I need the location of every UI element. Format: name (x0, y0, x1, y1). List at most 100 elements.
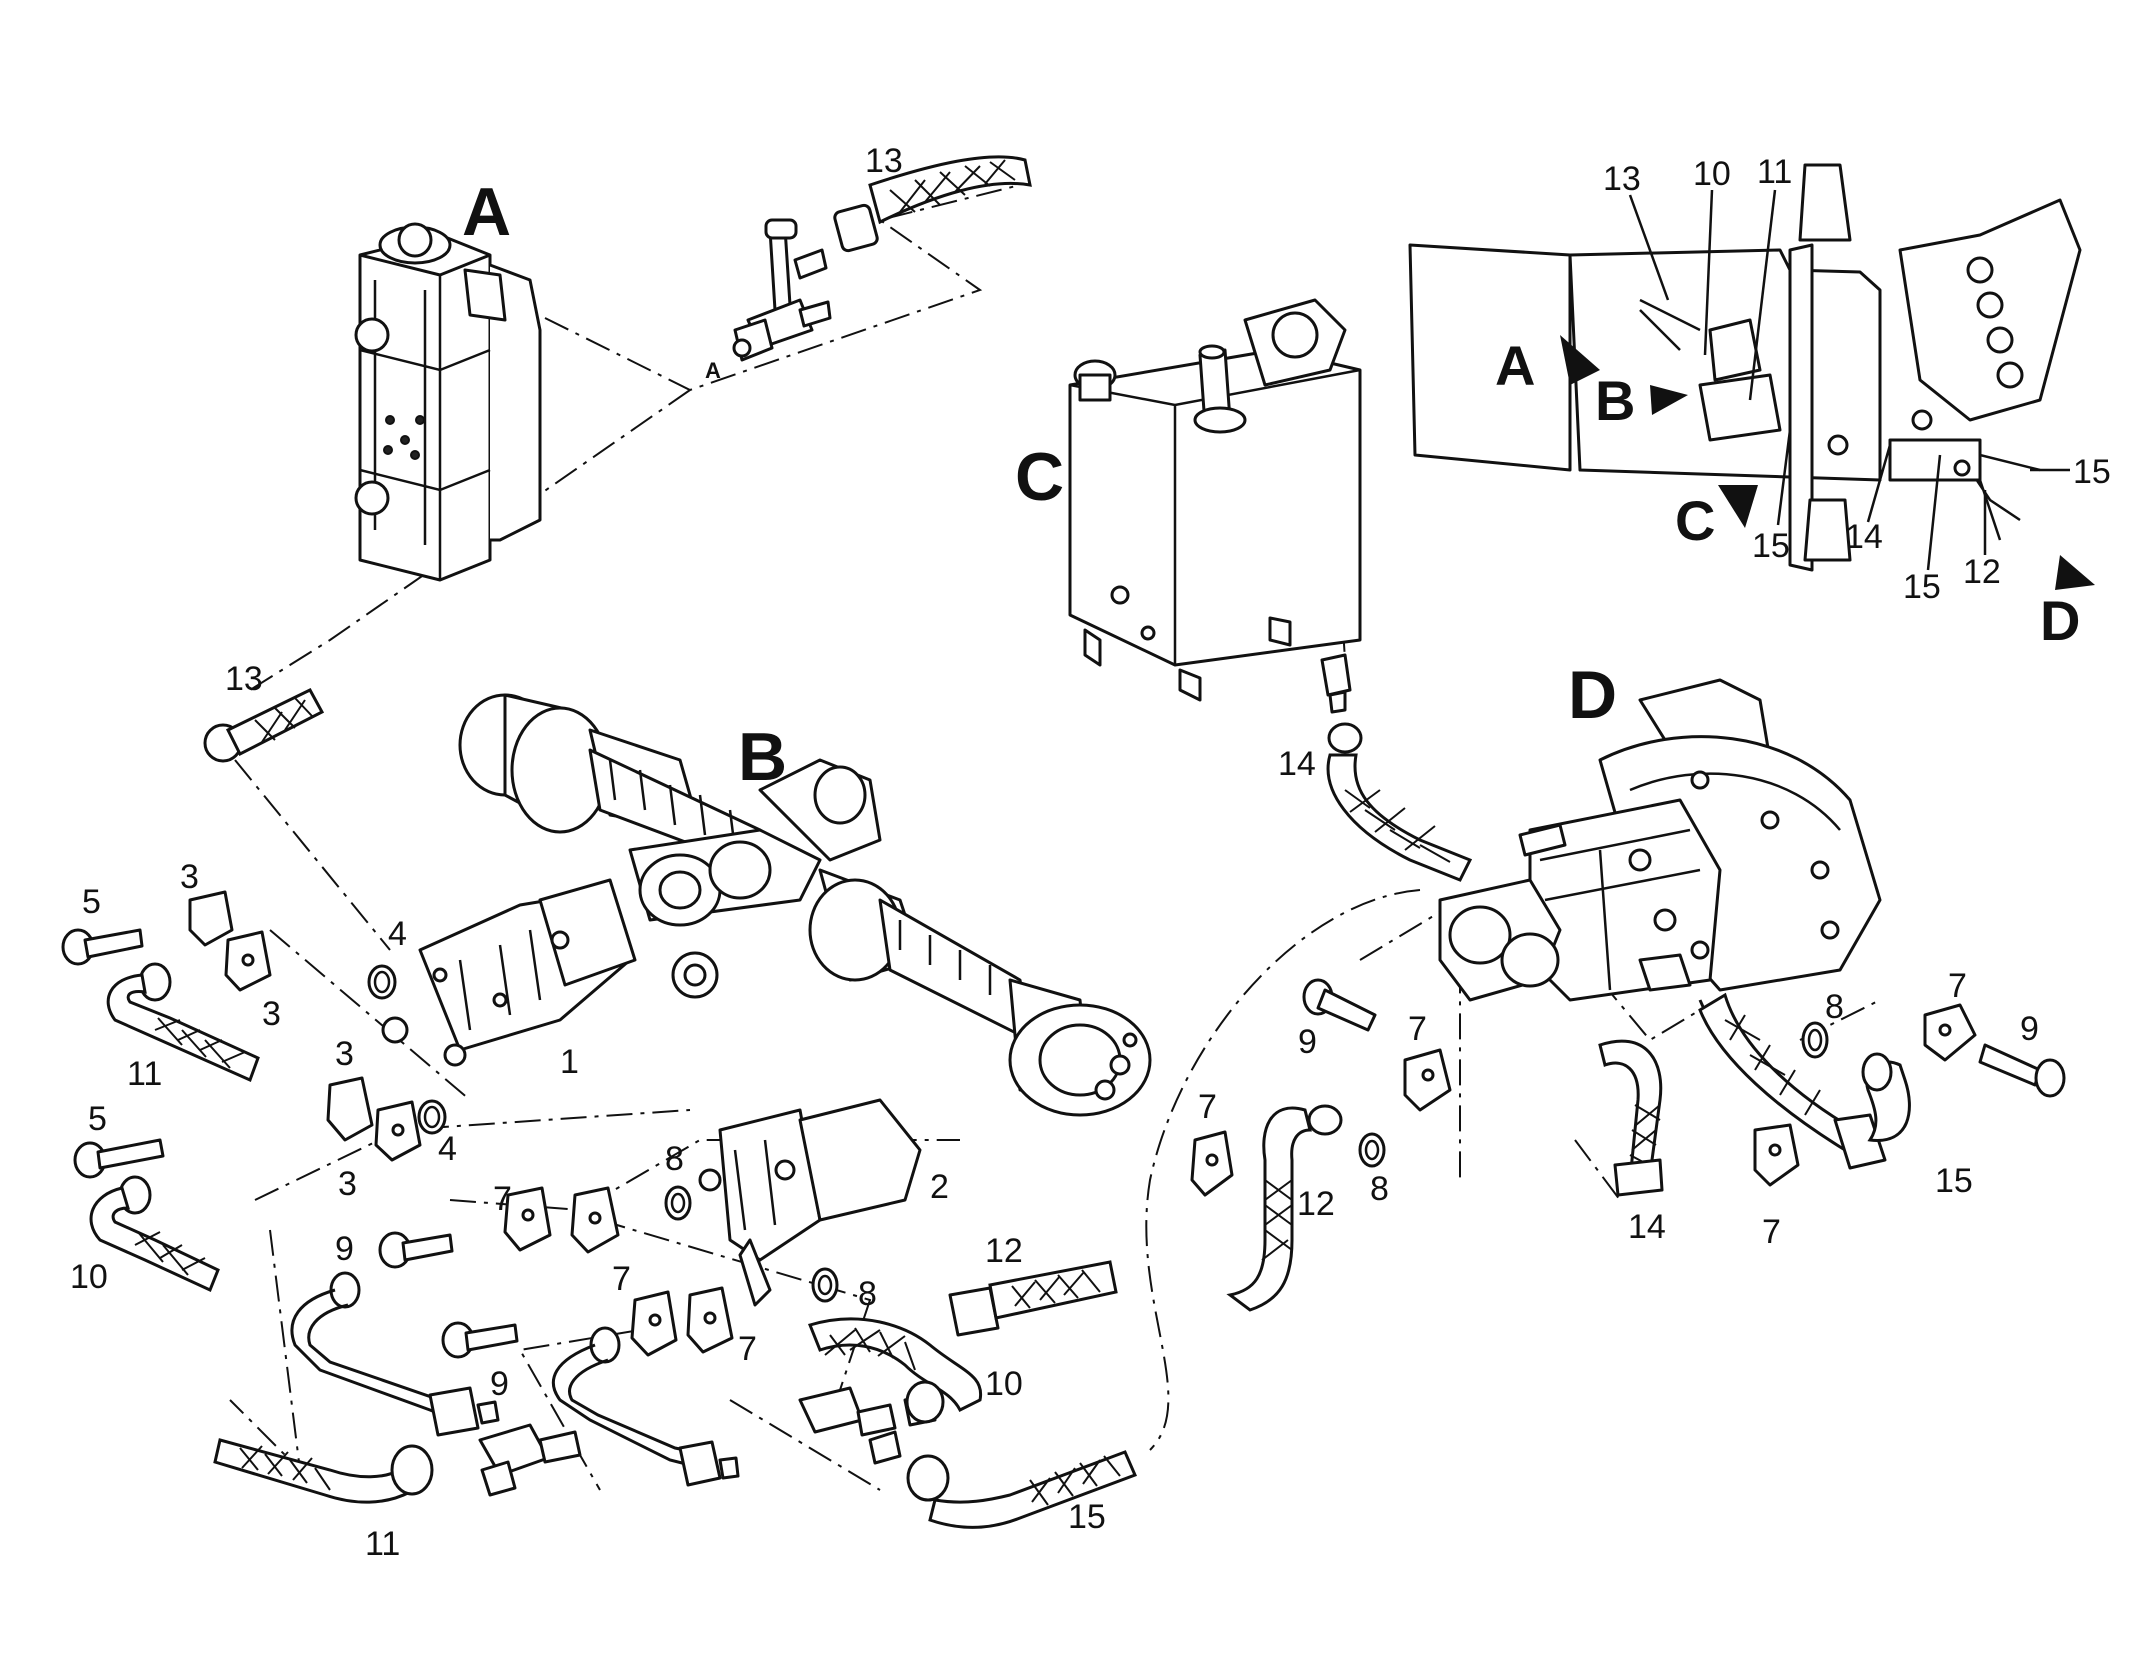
callout-13-lower: 13 (225, 660, 263, 698)
callout-3-lower-b: 3 (338, 1165, 357, 1203)
callout-10-center: 10 (985, 1365, 1023, 1403)
flange-3-lower-a (326, 1076, 374, 1142)
oring-8-left-upper (664, 1185, 692, 1221)
flange-7-c (630, 1290, 678, 1357)
callout-9-mid: 9 (1298, 1023, 1317, 1061)
tank-c (1068, 298, 1362, 702)
hose-10-center (807, 1317, 983, 1424)
callout-9-left-upper: 9 (335, 1230, 354, 1268)
callout-7-right-upper: 7 (1948, 967, 1967, 1005)
inset-callout-15-lower: 15 (1752, 527, 1790, 565)
oring-4-lower (417, 1099, 447, 1135)
flange-3-upper-b (224, 930, 272, 992)
callout-1: 1 (560, 1043, 579, 1081)
view-label-a: A (462, 174, 511, 250)
flange-3-upper-a (188, 890, 234, 947)
oring-4-upper (367, 964, 397, 1000)
flange-7-d (686, 1286, 734, 1354)
hose-11-upper (106, 962, 260, 1083)
hose-14-top (1326, 722, 1473, 882)
view-label-a-small: A (705, 358, 721, 383)
swivel-fitting-left (478, 1423, 582, 1497)
pump-1 (381, 878, 637, 1067)
inset-label-d: D (2040, 589, 2080, 652)
pump-2 (698, 1098, 922, 1307)
callout-4-lower: 4 (438, 1130, 457, 1168)
callout-13-top: 13 (865, 142, 903, 180)
callout-11-upper: 11 (127, 1055, 162, 1093)
callout-8-mid: 8 (1370, 1170, 1389, 1208)
callout-2: 2 (930, 1168, 949, 1206)
inset-callout-14: 14 (1845, 518, 1883, 556)
bolt-9-mid (1302, 978, 1377, 1032)
flange-7-a (503, 1186, 552, 1252)
callout-5-lower: 5 (88, 1100, 107, 1138)
callout-9-left-lower: 9 (490, 1365, 509, 1403)
callout-11-bottom: 11 (365, 1525, 400, 1563)
pump-assembly-d (1438, 678, 1882, 1002)
oring-8-mid (1358, 1132, 1386, 1168)
hose-13-lower (203, 688, 325, 763)
callout-12-center: 12 (985, 1232, 1023, 1270)
bolt-5-upper (61, 928, 144, 966)
callout-3-upper-a: 3 (180, 858, 199, 896)
flange-7-mid-left (1190, 1130, 1234, 1197)
flange-7-mid-right (1403, 1048, 1452, 1112)
oring-8-left-lower (811, 1267, 839, 1303)
inset-callout-13: 13 (1603, 160, 1641, 198)
flange-7-right-lower (1753, 1123, 1800, 1187)
hose-15-bottom (906, 1450, 1138, 1529)
callout-7-mid-right: 7 (1408, 1010, 1427, 1048)
inset-arrow-d (2055, 555, 2095, 590)
hose-12-right (1226, 1104, 1343, 1312)
hose-11-bottom (213, 1438, 434, 1504)
inset-callout-10: 10 (1693, 155, 1731, 193)
callout-7-mid-left: 7 (1198, 1088, 1217, 1126)
tube-left-b (551, 1326, 740, 1487)
inset-view (1408, 163, 2082, 572)
tee-fitting-a (732, 218, 832, 362)
callout-8-left-lower: 8 (858, 1275, 877, 1313)
callout-8-left-upper: 8 (665, 1140, 684, 1178)
hose-13-top (833, 155, 1032, 253)
callout-15-right: 15 (1935, 1162, 1973, 1200)
fitting-14-top (1320, 653, 1352, 714)
callout-15-bottom: 15 (1068, 1498, 1106, 1536)
callout-10-left: 10 (70, 1258, 108, 1296)
callout-7-c: 7 (738, 1330, 757, 1368)
flange-7-b (570, 1186, 620, 1254)
bolt-5-lower (73, 1138, 165, 1179)
inset-arrow-c (1718, 485, 1758, 528)
valve-block-a (354, 222, 542, 582)
callout-5-upper: 5 (82, 883, 101, 921)
inset-label-a: A (1495, 334, 1535, 397)
callout-7-b: 7 (612, 1260, 631, 1298)
axle-b (458, 693, 1152, 1117)
view-label-d: D (1568, 657, 1617, 733)
view-label-c: C (1015, 439, 1064, 515)
flange-7-right-upper (1923, 1003, 1977, 1062)
inset-callout-15-bottom: 15 (1903, 568, 1941, 606)
callout-3-upper-b: 3 (262, 995, 281, 1033)
inset-callout-12: 12 (1963, 553, 2001, 591)
hose-14-lower (1598, 1039, 1664, 1197)
inset-callout-11: 11 (1757, 153, 1792, 191)
inset-callout-15-right: 15 (2073, 453, 2111, 491)
inset-leaders (1628, 189, 2070, 571)
hose-10-left (89, 1175, 220, 1293)
bolt-9-left-upper (378, 1231, 454, 1269)
flange-3-lower-b (374, 1100, 422, 1162)
bolt-9-left-lower (441, 1321, 519, 1359)
callout-3-lower-a: 3 (335, 1035, 354, 1073)
callout-4-upper: 4 (388, 915, 407, 953)
callout-14-lower: 14 (1628, 1208, 1666, 1246)
hose-12-center (948, 1260, 1118, 1337)
callout-7-right-lower: 7 (1762, 1213, 1781, 1251)
callout-12-right: 12 (1297, 1185, 1335, 1223)
inset-label-c: C (1675, 489, 1715, 552)
callout-8-right: 8 (1825, 988, 1844, 1026)
tube-left-a (290, 1271, 500, 1437)
callout-7-a: 7 (493, 1180, 512, 1218)
callout-14-top: 14 (1278, 745, 1316, 783)
